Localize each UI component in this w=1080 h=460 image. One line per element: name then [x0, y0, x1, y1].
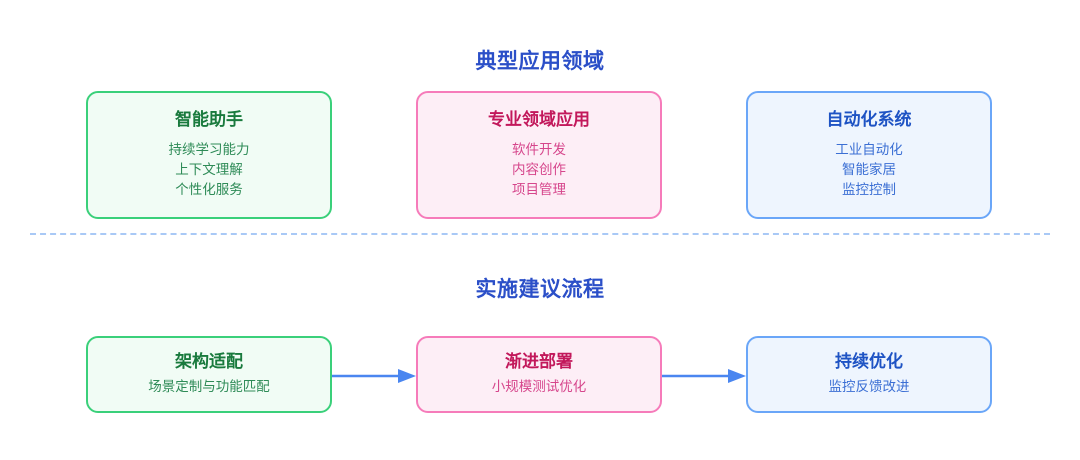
card-title: 智能助手 — [175, 110, 243, 130]
card-professional-domain-applications[interactable]: 专业领域应用 软件开发 内容创作 项目管理 — [416, 91, 662, 219]
card-item: 智能家居 — [842, 161, 896, 177]
card-title: 渐进部署 — [505, 351, 573, 371]
card-item: 软件开发 — [512, 141, 566, 157]
flow-cards-row: 架构适配 场景定制与功能匹配 渐进部署 小规模测试优化 持续优化 监控反馈改进 — [0, 336, 1080, 413]
card-item: 小规模测试优化 — [491, 379, 587, 395]
card-progressive-deployment[interactable]: 渐进部署 小规模测试优化 — [416, 336, 662, 413]
card-title: 架构适配 — [175, 351, 243, 371]
card-item: 个性化服务 — [175, 181, 243, 197]
card-item: 监控控制 — [842, 181, 896, 197]
card-item: 工业自动化 — [835, 141, 903, 157]
card-item: 监控反馈改进 — [828, 379, 910, 395]
domain-cards-row: 智能助手 持续学习能力 上下文理解 个性化服务 专业领域应用 软件开发 内容创作… — [0, 91, 1080, 219]
section-title-typical-applications: 典型应用领域 — [475, 50, 605, 73]
card-item: 上下文理解 — [175, 161, 243, 177]
card-intelligent-assistant[interactable]: 智能助手 持续学习能力 上下文理解 个性化服务 — [86, 91, 332, 219]
arrow-right-icon — [332, 368, 418, 384]
card-title: 持续优化 — [835, 351, 903, 371]
card-item: 内容创作 — [512, 161, 566, 177]
section-divider — [30, 233, 1050, 235]
arrow-right-icon — [662, 368, 748, 384]
section-title-implementation-flow: 实施建议流程 — [475, 278, 605, 301]
card-title: 自动化系统 — [826, 110, 912, 130]
card-automation-systems[interactable]: 自动化系统 工业自动化 智能家居 监控控制 — [746, 91, 992, 219]
card-item: 场景定制与功能匹配 — [148, 379, 270, 395]
card-continuous-optimization[interactable]: 持续优化 监控反馈改进 — [746, 336, 992, 413]
card-item: 项目管理 — [512, 181, 566, 197]
card-title: 专业领域应用 — [488, 110, 590, 130]
card-architecture-adaptation[interactable]: 架构适配 场景定制与功能匹配 — [86, 336, 332, 413]
card-item: 持续学习能力 — [168, 141, 250, 157]
